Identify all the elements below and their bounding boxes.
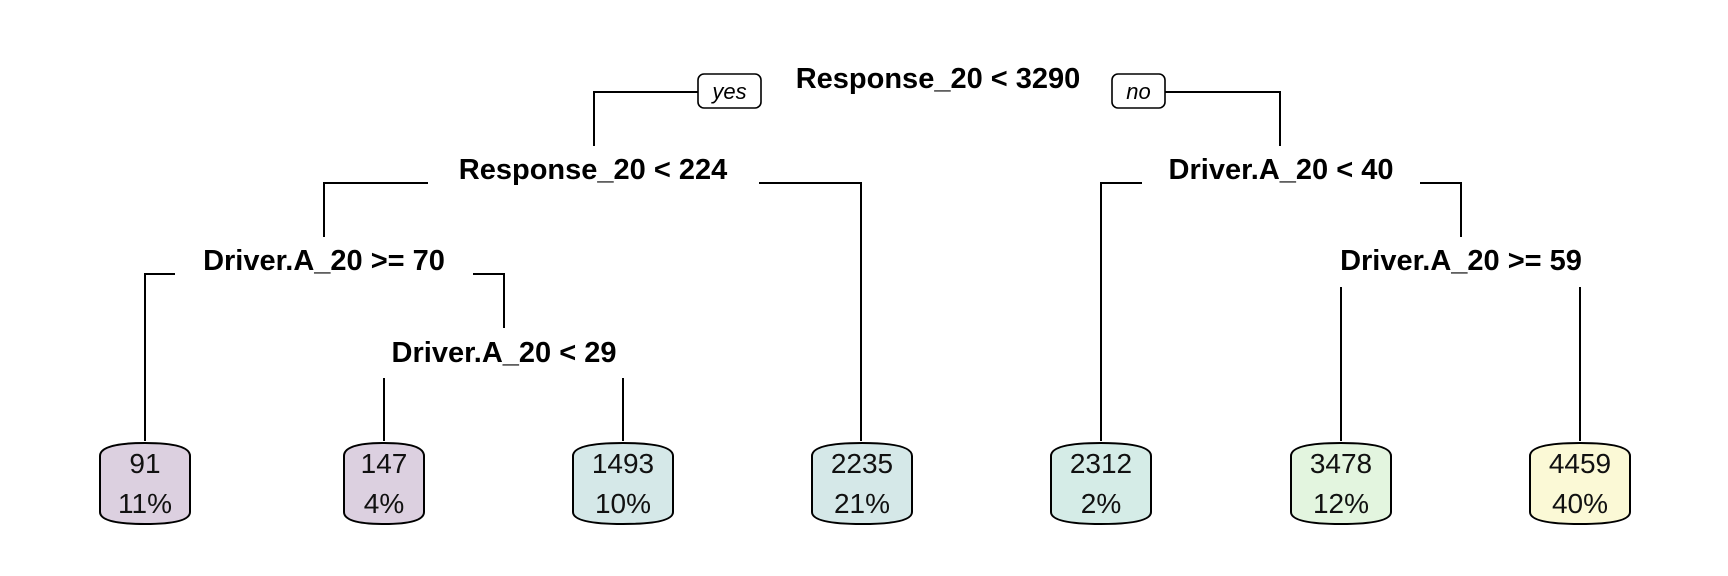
- edge-ll-leaf1: [144, 273, 175, 441]
- edge-left-leaf4: [759, 182, 862, 441]
- edge-right-leaf5: [1100, 182, 1142, 441]
- leaf-7-value: 4459: [1549, 448, 1611, 479]
- leaf-5: 2312 2%: [1050, 441, 1152, 526]
- leaf-3-percent: 10%: [595, 488, 651, 519]
- branch-yes-label: yes: [710, 79, 746, 104]
- leaf-1: 91 11%: [99, 441, 191, 526]
- leaf-7-shape: [1529, 441, 1631, 526]
- edge-root-right: [1165, 91, 1281, 146]
- leaf-3-value: 1493: [592, 448, 654, 479]
- edge-right-rr: [1420, 182, 1462, 237]
- leaf-6-shape: [1290, 441, 1392, 526]
- split-labels: Response_20 < 3290 Response_20 < 224 Dri…: [203, 63, 1582, 369]
- leaf-3: 1493 10%: [572, 441, 674, 526]
- tree-edges: [144, 91, 1581, 441]
- leaf-1-value: 91: [129, 448, 160, 479]
- leaf-5-value: 2312: [1070, 448, 1132, 479]
- leaf-7: 4459 40%: [1529, 441, 1631, 526]
- branch-no-label: no: [1126, 79, 1150, 104]
- edge-ll-llr: [473, 273, 505, 328]
- split-rr-label: Driver.A_20 >= 59: [1340, 245, 1582, 277]
- leaf-4-shape: [811, 441, 913, 526]
- branch-yes-tag: yes: [697, 73, 762, 109]
- branch-no-tag: no: [1111, 73, 1166, 109]
- leaf-6: 3478 12%: [1290, 441, 1392, 526]
- leaf-2-shape: [343, 441, 425, 526]
- leaf-2-percent: 4%: [364, 488, 404, 519]
- leaf-6-value: 3478: [1310, 448, 1372, 479]
- split-ll-label: Driver.A_20 >= 70: [203, 245, 445, 277]
- leaf-5-shape: [1050, 441, 1152, 526]
- leaf-2: 147 4%: [343, 441, 425, 526]
- leaf-7-percent: 40%: [1552, 488, 1608, 519]
- leaf-6-percent: 12%: [1313, 488, 1369, 519]
- leaf-1-percent: 11%: [118, 488, 172, 519]
- leaf-4: 2235 21%: [811, 441, 913, 526]
- leaf-1-shape: [99, 441, 191, 526]
- edge-root-left: [593, 91, 700, 146]
- split-llr-label: Driver.A_20 < 29: [392, 337, 617, 369]
- leaf-4-value: 2235: [831, 448, 893, 479]
- leaf-5-percent: 2%: [1081, 488, 1121, 519]
- edge-left-ll: [323, 182, 428, 237]
- split-left-label: Response_20 < 224: [459, 154, 727, 186]
- leaf-2-value: 147: [361, 448, 408, 479]
- split-right-label: Driver.A_20 < 40: [1169, 154, 1394, 186]
- leaf-4-percent: 21%: [834, 488, 890, 519]
- split-root-label: Response_20 < 3290: [796, 63, 1081, 95]
- leaf-3-shape: [572, 441, 674, 526]
